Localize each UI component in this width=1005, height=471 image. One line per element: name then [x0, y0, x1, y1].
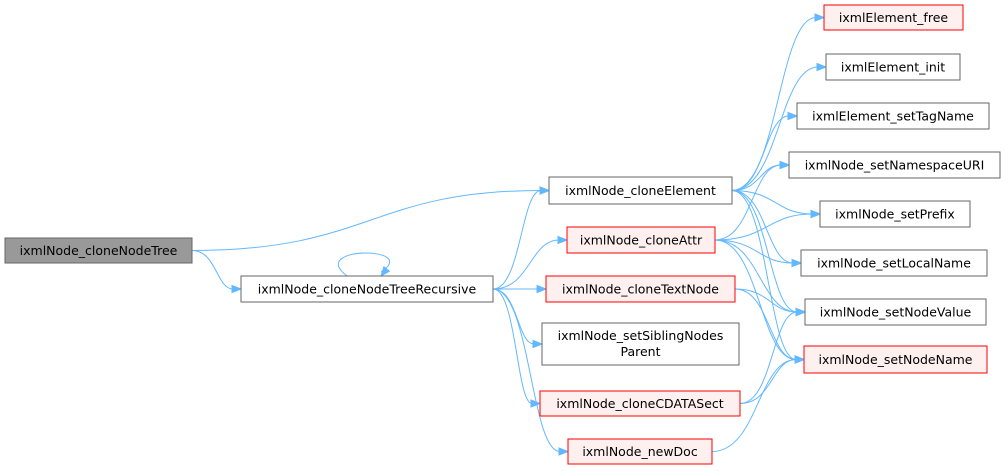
- edge-clone_attr-to-set_local_name: [714, 239, 803, 268]
- edge-clone_element-to-element_free: [731, 13, 826, 191]
- edge-clone_node_tree_recursive-to-clone_text_node: [493, 284, 548, 294]
- node-set-prefix[interactable]: ixmlNode_setPrefix: [819, 200, 971, 228]
- edge-clone_node_tree-to-clone_element: [191, 186, 551, 251]
- edge-clone_node_tree_recursive-to-clone_element: [492, 186, 551, 290]
- edge-clone_cdata_sect-to-set_node_value: [739, 307, 807, 404]
- edge-clone_attr-to-set_namespace_uri: [714, 160, 791, 241]
- node-set-local-name[interactable]: ixmlNode_setLocalName: [800, 249, 988, 277]
- node-label: ixmlNode_setNodeName: [819, 352, 973, 367]
- node-label: ixmlNode_cloneAttr: [580, 233, 703, 248]
- node-new-doc[interactable]: ixmlNode_newDoc: [567, 438, 713, 465]
- edge-clone_cdata_sect-to-set_node_name: [739, 355, 806, 404]
- node-label: ixmlElement_setTagName: [812, 109, 974, 124]
- edge-clone_attr-to-set_prefix: [714, 209, 822, 241]
- node-label: ixmlNode_cloneTextNode: [562, 282, 719, 297]
- edge-clone_node_tree_recursive-to-clone_node_tree_recursive: [337, 252, 391, 278]
- node-label: ixmlNode_setNamespaceURI: [805, 158, 985, 173]
- edge-clone_text_node-to-set_node_name: [734, 288, 806, 364]
- node-set-sibling-nodes-parent[interactable]: ixmlNode_setSiblingNodes Parent: [541, 322, 740, 366]
- node-label: ixmlNode_newDoc: [582, 444, 698, 459]
- edge-clone_node_tree_recursive-to-set_sibling_nodes_parent: [492, 288, 544, 349]
- node-label: ixmlElement_free: [839, 10, 948, 25]
- edge-clone_element-to-element_init: [731, 62, 828, 191]
- node-label: ixmlNode_setLocalName: [817, 256, 971, 271]
- node-label-line1: ixmlNode_setSiblingNodes: [558, 328, 724, 343]
- edge-clone_node_tree_recursive-to-clone_cdata_sect: [492, 288, 542, 408]
- edge-new_doc-to-set_node_name: [711, 355, 806, 452]
- node-label-line2: Parent: [620, 344, 660, 359]
- edge-layer: [191, 13, 828, 456]
- node-clone-text-node[interactable]: ixmlNode_cloneTextNode: [545, 275, 736, 303]
- node-element-init[interactable]: ixmlElement_init: [825, 53, 961, 81]
- node-label: ixmlNode_cloneNodeTree: [20, 243, 178, 258]
- edge-clone_node_tree_recursive-to-clone_attr: [492, 235, 569, 290]
- node-label: ixmlNode_cloneElement: [565, 183, 716, 198]
- edge-clone_element-to-element_set_tag_name: [731, 111, 799, 191]
- node-clone-node-tree-recursive[interactable]: ixmlNode_cloneNodeTreeRecursive: [240, 275, 494, 303]
- node-label: ixmlElement_init: [841, 60, 945, 75]
- node-label: ixmlNode_cloneNodeTreeRecursive: [258, 282, 477, 297]
- node-set-node-name[interactable]: ixmlNode_setNodeName: [803, 345, 988, 374]
- edge-clone_node_tree-to-clone_node_tree_recursive: [191, 250, 243, 294]
- node-clone-cdata-sect[interactable]: ixmlNode_cloneCDATASect: [539, 390, 741, 417]
- node-label: ixmlNode_setNodeValue: [820, 305, 972, 320]
- node-clone-attr[interactable]: ixmlNode_cloneAttr: [566, 226, 716, 254]
- node-label: ixmlNode_cloneCDATASect: [556, 396, 723, 411]
- node-clone-element[interactable]: ixmlNode_cloneElement: [548, 176, 733, 205]
- node-clone-node-tree[interactable]: ixmlNode_cloneNodeTree: [4, 237, 193, 264]
- node-set-namespace-uri[interactable]: ixmlNode_setNamespaceURI: [788, 151, 1001, 179]
- node-element-free[interactable]: ixmlElement_free: [823, 4, 964, 31]
- edge-clone_element-to-set_local_name: [731, 190, 803, 268]
- node-element-set-tag-name[interactable]: ixmlElement_setTagName: [796, 102, 990, 130]
- edge-clone_node_tree_recursive-to-new_doc: [492, 288, 570, 456]
- node-set-node-value[interactable]: ixmlNode_setNodeValue: [804, 298, 987, 326]
- node-label: ixmlNode_setPrefix: [835, 207, 955, 222]
